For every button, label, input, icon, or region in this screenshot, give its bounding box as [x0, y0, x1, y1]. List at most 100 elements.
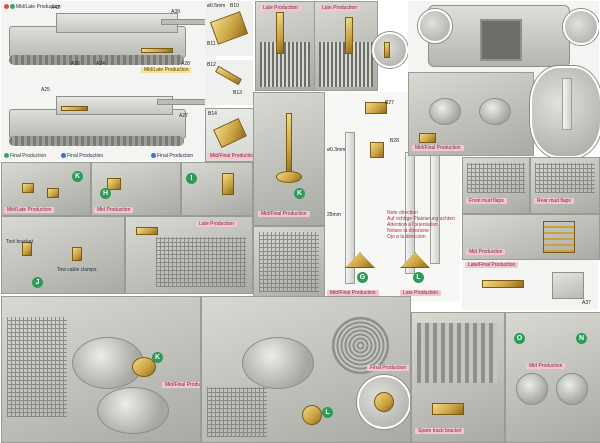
part-label: B11	[207, 41, 216, 47]
brass-part	[215, 65, 242, 86]
fender-panel-a: Front mud flaps	[462, 157, 530, 214]
note-line: Auf richtige Platzierung achten	[387, 216, 455, 222]
brass-plate	[213, 118, 247, 148]
brass-bracket	[222, 173, 234, 195]
part-label: A39	[171, 9, 180, 15]
caption-mid-final-b: Mid/Final Production	[162, 382, 200, 388]
caption-late: Late Production	[319, 5, 361, 11]
road-wheel	[516, 373, 548, 405]
hull-side-panel-b: Mid Production H	[91, 162, 181, 216]
brass-ring	[302, 405, 322, 425]
caption-tow-cable: Tow cable clamps	[57, 267, 97, 273]
marker-J: J	[32, 277, 43, 288]
brass-bracket	[107, 178, 121, 190]
brass-part	[370, 142, 384, 158]
brass-ladder	[543, 221, 575, 253]
note-title: Note direction	[387, 210, 418, 216]
dimension-label: ø0.5mm	[207, 3, 226, 9]
caption-rear-mud: Rear mud flaps	[534, 198, 574, 204]
part-label: B12	[207, 62, 216, 68]
ladder-panel: Mid Production	[462, 214, 600, 260]
marker-I: I	[186, 173, 197, 184]
caption-late: Late Production	[260, 5, 302, 11]
brass-bracket-lower	[61, 106, 88, 111]
mid-late-legend: Mid/Late Production	[4, 4, 60, 10]
marker-H: H	[100, 188, 111, 199]
brass-bar	[276, 12, 284, 54]
caption-mid-final-3: Mid/Final Production	[327, 290, 379, 296]
brass-ring	[374, 392, 394, 412]
tank-superstructure-upper	[56, 13, 178, 33]
brass-part	[419, 133, 436, 143]
hull-dome	[242, 337, 314, 389]
track-lower	[9, 136, 184, 146]
brass-part	[432, 403, 464, 415]
grille	[260, 42, 310, 87]
engine-grille	[156, 237, 246, 287]
floor-grille	[207, 387, 267, 437]
marker-K: K	[72, 171, 83, 182]
blue-dot-icon	[61, 153, 66, 158]
caption-upper-tank: Mid/Late Production	[141, 67, 192, 73]
brass-bracket	[47, 188, 59, 198]
marker-G: G	[357, 272, 368, 283]
track-detail-panel: Spare track bracket	[411, 312, 505, 443]
brass-part	[365, 102, 387, 114]
rod-part	[345, 132, 355, 284]
brass-plate	[209, 11, 249, 45]
red-dot-icon	[4, 4, 9, 9]
fender-panel-b: Rear mud flaps	[530, 157, 600, 214]
note-line: Attention à l'orientation	[387, 222, 438, 228]
caption-mid-late: Mid Production	[94, 207, 134, 213]
part-label: A25	[41, 87, 50, 93]
exhaust-dome	[429, 98, 461, 125]
exhaust-dome	[479, 98, 511, 125]
part-label: A42	[51, 5, 60, 11]
caption-late-mid: Mid/Late Production	[4, 207, 55, 213]
dimension-label: 25mm	[327, 212, 341, 218]
hull-panel-center-grille	[253, 226, 325, 300]
brass-part	[384, 42, 390, 58]
caption-late-3: Late Production	[400, 290, 442, 296]
turret-hatch	[480, 19, 522, 61]
engine-grille	[259, 232, 319, 292]
part-label: B27	[385, 100, 394, 106]
part-label: B10	[230, 3, 239, 9]
part-label: A27	[179, 113, 188, 119]
final-legend: Final Production	[4, 153, 46, 159]
marker-K: K	[294, 188, 305, 199]
hull-detail-panel-1: Late Production	[255, 1, 315, 91]
fender-grid	[467, 163, 525, 193]
marker-L: L	[322, 407, 333, 418]
tools-panel: A37 Late/Final Production	[462, 260, 598, 310]
brass-tow-hook	[132, 357, 156, 377]
note-box: Note direction Auf richtige Platzierung …	[387, 210, 457, 240]
zoom-circle-turret-left	[418, 9, 452, 43]
caption-tool-bracket: Tool bracket	[6, 239, 33, 245]
note-line: Notare la direzione	[387, 228, 429, 234]
caption-final: Final Production	[367, 365, 410, 371]
brass-pole	[286, 113, 292, 175]
part-label: B28	[390, 138, 399, 144]
hull-floor-panel-b: L Final Production	[201, 296, 411, 443]
small-part-diagram-a: B10 B11 ø0.5mm	[205, 1, 253, 56]
brass-bracket	[72, 247, 82, 261]
caption-mid-bottom: Mid Production	[526, 363, 566, 369]
part-label: A26	[71, 61, 80, 67]
brass-bar	[345, 17, 353, 54]
wheel-detail-panel: N O Mid Production	[505, 312, 600, 443]
road-wheel	[556, 373, 588, 405]
zoom-circle-turret-right	[563, 9, 599, 45]
rod-part	[430, 152, 440, 264]
caption-late-tool: Late/Final Production	[465, 262, 519, 268]
turret-rear-panel	[408, 1, 599, 83]
marker-O: O	[514, 333, 525, 344]
part-label: A28	[181, 61, 190, 67]
zoom-circle-floor	[357, 375, 410, 429]
caption-mid-late-2: Mid/Final Production	[412, 145, 464, 151]
track-upper	[9, 55, 184, 65]
hull-side-panel-a: Mid/Late Production K	[1, 162, 91, 216]
caption-mid-final-2: Mid/Final Production	[258, 211, 310, 217]
zoom-circle-top	[372, 32, 408, 68]
note-line: Ojo a la dirección	[387, 234, 426, 240]
